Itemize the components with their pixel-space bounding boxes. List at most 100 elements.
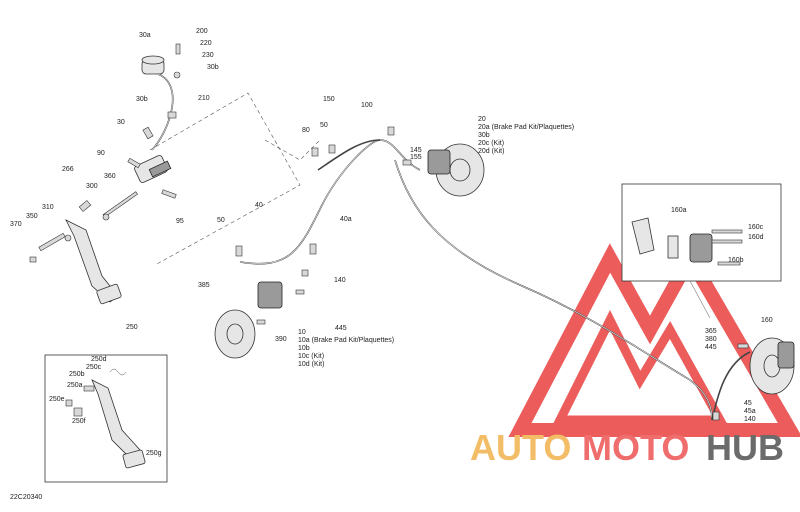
front-left-brake	[214, 281, 283, 359]
callout-10: 10	[298, 329, 306, 336]
callout-250b: 250b	[69, 371, 85, 378]
callout-30b-top: 30b	[207, 64, 219, 71]
callout-50-mid: 50	[217, 217, 225, 224]
callout-40: 40	[255, 202, 263, 209]
shaft-350	[38, 232, 66, 252]
callout-45: 45	[744, 400, 752, 407]
callout-140-mid: 140	[334, 277, 346, 284]
callout-80: 80	[302, 127, 310, 134]
callout-145: 145	[410, 147, 422, 154]
inset-bolt-160c	[711, 229, 743, 234]
front-left-disc-hub	[226, 323, 244, 345]
fitting-145	[402, 159, 412, 166]
inset-bolt-160d	[711, 239, 743, 244]
front-right-disc-hub	[449, 158, 471, 182]
inset-bushing-250e	[65, 399, 73, 407]
callout-95: 95	[176, 218, 184, 225]
callout-445-mid: 445	[335, 325, 347, 332]
pedal-inset	[44, 354, 168, 483]
fitting-45	[712, 411, 720, 421]
inset-pedal-pad-250g	[122, 449, 146, 469]
callout-100: 100	[361, 102, 373, 109]
callout-20a: 20a (Brake Pad Kit/Plaquettes)	[478, 124, 574, 131]
callout-200: 200	[196, 28, 208, 35]
callout-250d: 250d	[91, 356, 107, 363]
master-cylinder-piston	[148, 160, 172, 178]
callout-310: 310	[42, 204, 54, 211]
rear-caliper-inset	[621, 183, 782, 319]
fitting-100	[387, 126, 395, 136]
callout-155: 155	[410, 154, 422, 161]
inset-spring-250d	[109, 368, 127, 376]
pedal-pad	[96, 283, 122, 305]
fitting-40a	[309, 243, 317, 255]
clip-210	[167, 111, 177, 119]
watermark-word-moto: MOTO	[582, 427, 689, 468]
callout-160: 160	[761, 317, 773, 324]
callout-160a: 160a	[671, 207, 687, 214]
inset-pad	[667, 235, 679, 259]
callout-160c: 160c	[748, 224, 764, 231]
inset-caliper	[689, 233, 713, 263]
callout-250f: 250f	[72, 418, 86, 425]
callout-370: 370	[10, 221, 22, 228]
callout-160d: 160d	[748, 234, 764, 241]
brake-line-150	[317, 139, 381, 171]
callout-160b: 160b	[728, 257, 744, 264]
callout-380: 380	[705, 336, 717, 343]
fitting-50-mid	[235, 245, 243, 257]
brake-line-40	[239, 139, 421, 265]
callout-30a-top: 30a	[139, 32, 151, 39]
inset-spacer-250a	[83, 385, 95, 392]
washer-230	[173, 71, 181, 79]
callout-300: 300	[86, 183, 98, 190]
callout-40a: 40a	[340, 216, 352, 223]
fitting-140-mid	[301, 269, 309, 277]
callout-10b: 10b	[298, 345, 310, 352]
bolt-445-mid	[295, 289, 305, 295]
callout-140-right: 140	[744, 416, 756, 423]
callout-350: 350	[26, 213, 38, 220]
dashed-zone	[149, 92, 321, 266]
callout-10c: 10c (Kit)	[298, 353, 324, 360]
reservoir-cap	[141, 55, 165, 65]
callout-10a: 10a (Brake Pad Kit/Plaquettes)	[298, 337, 394, 344]
callout-20: 20	[478, 116, 486, 123]
inset-bracket-160a	[631, 217, 655, 255]
nut-300	[102, 213, 110, 221]
pin-360	[102, 191, 138, 218]
fitting-30b	[142, 126, 154, 140]
callout-220: 220	[200, 40, 212, 47]
spring-266	[78, 200, 92, 212]
callout-230: 230	[202, 52, 214, 59]
bolt-390	[256, 319, 266, 325]
callout-250: 250	[126, 324, 138, 331]
front-brake-lines	[235, 126, 751, 421]
brake-pedal	[29, 219, 122, 305]
rear-caliper-160	[777, 341, 795, 369]
bolt-90	[127, 157, 141, 169]
callout-266: 266	[62, 166, 74, 173]
bolt-200	[175, 43, 181, 55]
callout-30b-right: 30b	[478, 132, 490, 139]
fitting-80	[311, 147, 319, 157]
callout-445-right: 445	[705, 344, 717, 351]
callout-20d: 20d (Kit)	[478, 148, 504, 155]
inset-bushing-250f	[73, 407, 83, 417]
bolt-95	[161, 189, 177, 199]
front-right-caliper	[427, 149, 451, 175]
diagram-code: 22C20340	[10, 494, 42, 501]
front-left-caliper-10	[257, 281, 283, 309]
callout-90: 90	[97, 150, 105, 157]
callout-250g: 250g	[146, 450, 162, 457]
callout-360: 360	[104, 173, 116, 180]
callout-390: 390	[275, 336, 287, 343]
master-cylinder-assembly	[78, 43, 181, 221]
callout-50-top: 50	[320, 122, 328, 129]
callout-365: 365	[705, 328, 717, 335]
callout-250e: 250e	[49, 396, 65, 403]
callout-250a: 250a	[67, 382, 83, 389]
callout-10d: 10d (Kit)	[298, 361, 324, 368]
